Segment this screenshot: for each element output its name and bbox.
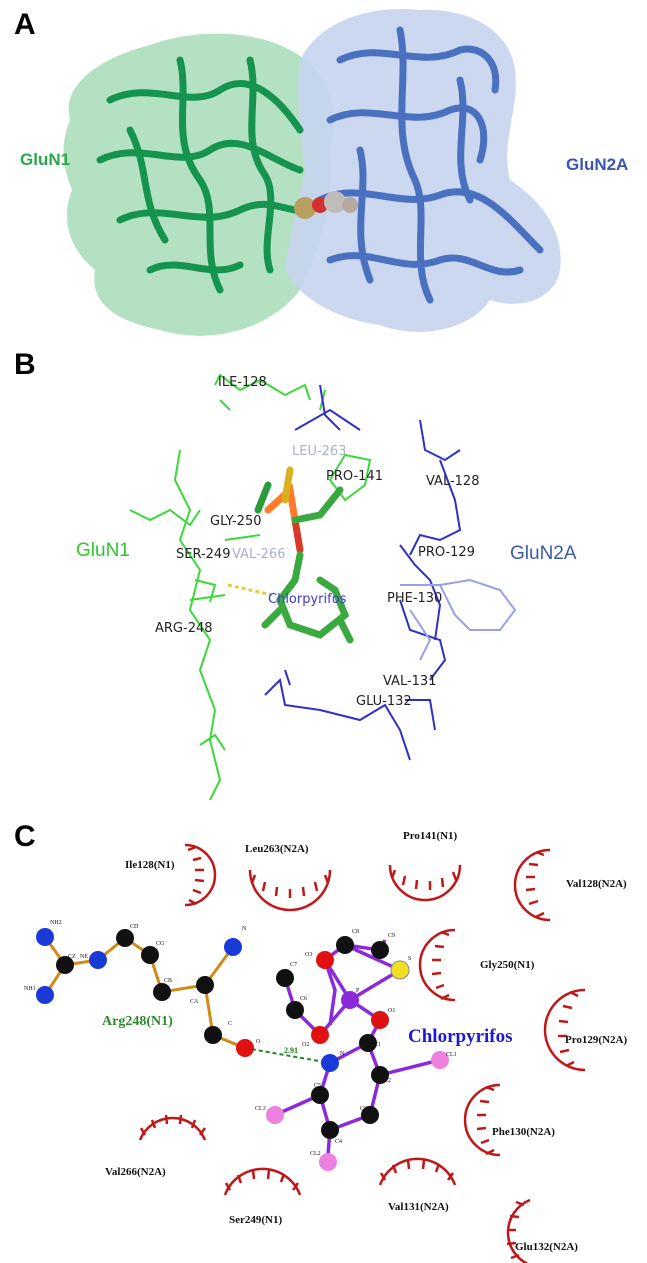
svg-text:N: N (340, 1051, 345, 1057)
c-label-ser249: Ser249(N1) (229, 1214, 282, 1226)
label-gly250: GLY-250 (210, 514, 262, 529)
label-ile128: ILE-128 (218, 375, 267, 390)
svg-text:CL1: CL1 (446, 1052, 457, 1058)
panel-c-letter: C (14, 820, 36, 853)
svg-text:O: O (256, 1039, 261, 1045)
arc-ile128 (184, 843, 217, 907)
ligand-bonds (274, 939, 441, 1156)
panel-a-letter: A (14, 8, 36, 41)
c-label-val131: Val131(N2A) (388, 1201, 449, 1213)
hbond-distance: 2.91 (284, 1046, 298, 1055)
glun2a-ribbon (316, 26, 544, 304)
svg-text:O3: O3 (305, 952, 312, 958)
c-label-gly250: Gly250(N1) (480, 959, 535, 971)
svg-text:C3: C3 (360, 1106, 367, 1112)
svg-text:C7: C7 (290, 962, 297, 968)
glun1-surface (63, 33, 334, 336)
c-label-pro129: Pro129(N2A) (565, 1034, 627, 1046)
arc-phe130 (463, 1083, 501, 1157)
svg-text:CL3: CL3 (255, 1106, 266, 1112)
c-label-leu263: Leu263(N2A) (245, 843, 309, 855)
svg-text:NE: NE (80, 954, 88, 960)
c-label-chlorpyrifos: Chlorpyrifos (408, 1026, 513, 1047)
label-arg248: ARG-248 (155, 621, 213, 636)
binding-pocket-figure: ILE-128 LEU-263 PRO-141 VAL-128 GLY-250 … (129, 373, 517, 800)
hydrophobic-arcs (138, 843, 586, 1263)
arc-glu132 (506, 1198, 531, 1263)
arc-val128 (513, 848, 551, 922)
label-chlorpyrifos: Chlorpyrifos (268, 592, 347, 607)
arg248-atoms (36, 928, 254, 1057)
svg-text:C8: C8 (352, 929, 359, 935)
svg-text:C: C (228, 1021, 232, 1027)
svg-text:CB: CB (164, 978, 172, 984)
label-phe130: PHE-130 (387, 591, 442, 606)
arc-val266 (138, 1114, 207, 1141)
svg-text:O2: O2 (302, 1042, 309, 1048)
hbond-line (227, 583, 273, 597)
glun1-label: GluN1 (20, 150, 71, 169)
svg-text:C6: C6 (300, 996, 307, 1002)
arc-pro141 (388, 864, 462, 902)
svg-text:CD: CD (130, 924, 139, 930)
svg-text:O1: O1 (388, 1008, 395, 1014)
panel-a: A GluN1 GluN2A (0, 0, 647, 340)
panel-c: 2.91 (0, 810, 647, 1263)
label-pro129: PRO-129 (418, 545, 475, 560)
arc-val131 (378, 1157, 457, 1186)
svg-text:C5: C5 (314, 1083, 321, 1089)
svg-text:CG: CG (156, 941, 165, 947)
label-glu132: GLU-132 (356, 694, 412, 709)
ligand-sticks (254, 466, 354, 644)
ligand-atoms (266, 936, 449, 1171)
label-val128: VAL-128 (426, 474, 479, 489)
svg-text:C2: C2 (384, 1078, 391, 1084)
label-pro141: PRO-141 (326, 469, 383, 484)
panel-b: ILE-128 LEU-263 PRO-141 VAL-128 GLY-250 … (0, 340, 647, 800)
glun1-sticks (129, 373, 372, 800)
c-label-phe130: Phe130(N2A) (492, 1126, 555, 1138)
label-ser249: SER-249 (176, 547, 230, 562)
glun2a-label: GluN2A (566, 155, 629, 174)
label-val131: VAL-131 (383, 674, 436, 689)
arc-leu263 (248, 869, 332, 912)
arc-ser249 (223, 1167, 302, 1196)
svg-text:C9: C9 (388, 933, 395, 939)
glun2a-label-b: GluN2A (510, 543, 577, 564)
glun2a-sticks (264, 384, 462, 761)
hbond-dashed (244, 1047, 331, 1064)
protein-surface-figure (63, 9, 561, 336)
glun2a-sticks-faded (400, 578, 517, 661)
ligplot-figure: 2.91 (24, 830, 627, 1263)
svg-text:S: S (408, 956, 411, 962)
c-label-val128: Val128(N2A) (566, 878, 627, 890)
svg-text:C1: C1 (374, 1042, 381, 1048)
atom-labels: NH2 CZ NE NH1 CD CG CB CA C O N C8 C9 O3… (24, 920, 457, 1157)
svg-text:NH2: NH2 (50, 920, 62, 926)
svg-text:P: P (356, 988, 360, 994)
glun1-label-b: GluN1 (76, 540, 130, 561)
arc-gly250 (418, 928, 456, 1002)
c-label-val266: Val266(N2A) (105, 1166, 166, 1178)
label-leu263: LEU-263 (292, 444, 346, 459)
label-val266: VAL-266 (232, 547, 285, 562)
svg-text:N: N (242, 926, 247, 932)
glun1-ribbon (96, 56, 314, 294)
c-label-arg248: Arg248(N1) (102, 1014, 173, 1029)
svg-text:CA: CA (190, 999, 199, 1005)
svg-text:CL2: CL2 (310, 1151, 321, 1157)
svg-text:NH1: NH1 (24, 986, 36, 992)
ligand-spheres (294, 191, 358, 219)
c-label-glu132: Glu132(N2A) (515, 1241, 578, 1253)
panel-b-letter: B (14, 348, 36, 381)
c-label-ile128: Ile128(N1) (125, 859, 175, 871)
c-label-pro141: Pro141(N1) (403, 830, 458, 842)
svg-text:CZ: CZ (68, 954, 76, 960)
svg-text:C4: C4 (335, 1139, 342, 1145)
arc-pro129 (543, 988, 586, 1072)
